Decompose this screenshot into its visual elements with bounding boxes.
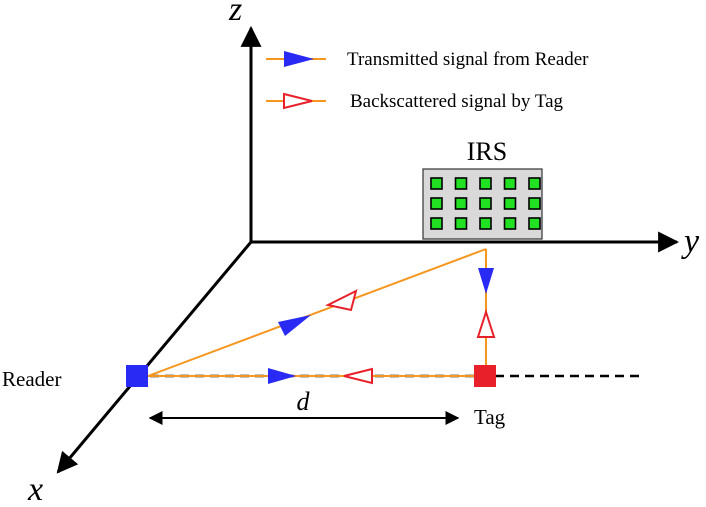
transmitted-arrow-icon — [268, 368, 296, 384]
irs-element — [503, 217, 517, 230]
backscattered-arrow-icon — [325, 289, 358, 312]
irs-element — [479, 177, 492, 190]
irs-element — [503, 197, 517, 210]
legend-transmitted: Transmitted signal from Reader — [266, 49, 589, 70]
tag-node — [474, 365, 496, 387]
reader-to-irs-path — [147, 248, 487, 377]
x-axis — [56, 241, 253, 474]
irs-label: IRS — [467, 137, 507, 166]
irs-element — [528, 217, 541, 230]
irs-element — [454, 177, 468, 190]
reader-node — [126, 365, 148, 387]
irs-element — [430, 197, 443, 210]
irs-element — [479, 217, 492, 230]
irs-element — [430, 217, 443, 230]
transmitted-arrow-icon — [278, 315, 311, 336]
irs-element-grid — [430, 177, 541, 230]
irs-element — [479, 197, 492, 210]
legend: Transmitted signal from Reader Backscatt… — [266, 49, 589, 112]
backscattered-arrow-icon — [343, 367, 373, 385]
irs: IRS — [422, 137, 543, 240]
backscattered-arrow-icon — [283, 92, 313, 110]
y-axis-label: y — [681, 223, 700, 260]
irs-element — [528, 177, 541, 190]
irs-element — [430, 177, 443, 190]
irs-element — [528, 197, 541, 210]
backscattered-arrow-icon — [476, 308, 496, 338]
tag-label: Tag — [474, 405, 506, 429]
legend-backscattered-label: Backscattered signal by Tag — [350, 91, 564, 112]
irs-element — [503, 177, 517, 190]
legend-backscattered: Backscattered signal by Tag — [266, 91, 564, 112]
z-axis-label: z — [228, 0, 242, 28]
legend-transmitted-label: Transmitted signal from Reader — [347, 49, 589, 70]
irs-element — [454, 197, 468, 210]
transmitted-arrow-icon — [284, 51, 314, 67]
distance-marker: d — [148, 387, 460, 425]
axes: z y x — [27, 0, 700, 507]
distance-label: d — [297, 387, 311, 416]
signal-paths — [147, 248, 496, 385]
irs-element — [454, 217, 468, 230]
x-axis-label: x — [27, 471, 43, 507]
transmitted-arrow-icon — [478, 268, 494, 294]
reader-label: Reader — [2, 367, 61, 391]
